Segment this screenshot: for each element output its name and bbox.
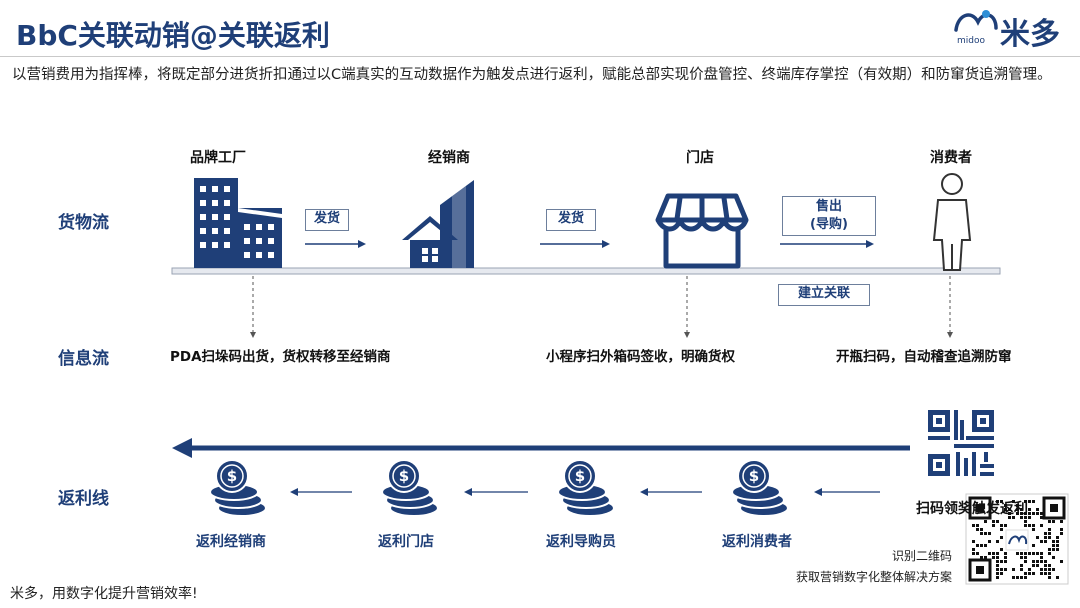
svg-text:$: $: [575, 467, 585, 485]
consumer-person-icon: [932, 173, 972, 271]
brand-logo-text: 米多: [1000, 17, 1060, 52]
node-label-store: 门店: [686, 150, 714, 166]
coin-stack-icon-dealer: $: [209, 459, 267, 517]
ship-label-1: 发货: [305, 209, 349, 231]
promo-qr-code: [965, 493, 1069, 585]
sell-label-line2: (导购): [810, 217, 848, 232]
info-factory: PDA扫垛码出货，货权转移至经销商: [170, 349, 391, 365]
rebate-consumer: 返利消费者: [722, 534, 792, 550]
midoo-logo-icon: [954, 10, 998, 32]
svg-text:$: $: [227, 467, 237, 485]
info-consumer: 开瓶扫码，自动稽查追溯防窜: [836, 349, 1012, 365]
qr-caption-2: 获取营销数字化整体解决方案: [795, 570, 952, 584]
coin-stack-icon-store: $: [381, 459, 439, 517]
svg-text:$: $: [399, 467, 409, 485]
rebate-dealer: 返利经销商: [196, 534, 266, 550]
svg-text:$: $: [749, 467, 759, 485]
factory-building-icon: [194, 178, 282, 268]
coin-stack-icon-consumer: $: [731, 459, 789, 517]
brand-logo-subtext: midoo: [957, 36, 985, 46]
sell-label-box: 售出 (导购): [782, 196, 876, 236]
qr-code-icon: [928, 410, 994, 476]
row-label-goods: 货物流: [58, 213, 109, 233]
store-icon: [655, 193, 749, 269]
ship-label-2: 发货: [546, 209, 596, 231]
header-divider: [0, 56, 1080, 57]
intro-paragraph: 以营销费用为指挥棒，将既定部分进货折扣通过以C端真实的互动数据作为触发点进行返利…: [12, 67, 1052, 83]
qr-caption-1: 识别二维码: [891, 549, 952, 563]
node-label-factory: 品牌工厂: [190, 150, 246, 166]
goods-flow-baseline: [171, 267, 1001, 275]
link-label: 建立关联: [778, 284, 870, 306]
row-label-rebate: 返利线: [58, 489, 109, 509]
page-title: BbC关联动销@关联返利: [16, 19, 330, 52]
rebate-guide: 返利导购员: [546, 534, 616, 550]
footer-slogan: 米多，用数字化提升营销效率!: [10, 586, 198, 602]
rebate-store: 返利门店: [378, 534, 434, 550]
node-label-dealer: 经销商: [428, 150, 470, 166]
sell-label-line1: 售出: [815, 199, 842, 214]
coin-stack-icon-guide: $: [557, 459, 615, 517]
row-label-info: 信息流: [58, 349, 109, 369]
info-store: 小程序扫外箱码签收，明确货权: [546, 349, 735, 365]
dealer-house-icon: [402, 180, 474, 268]
node-label-consumer: 消费者: [930, 150, 972, 166]
rebate-trigger-label: 扫码领奖触发返利: [916, 501, 1028, 517]
